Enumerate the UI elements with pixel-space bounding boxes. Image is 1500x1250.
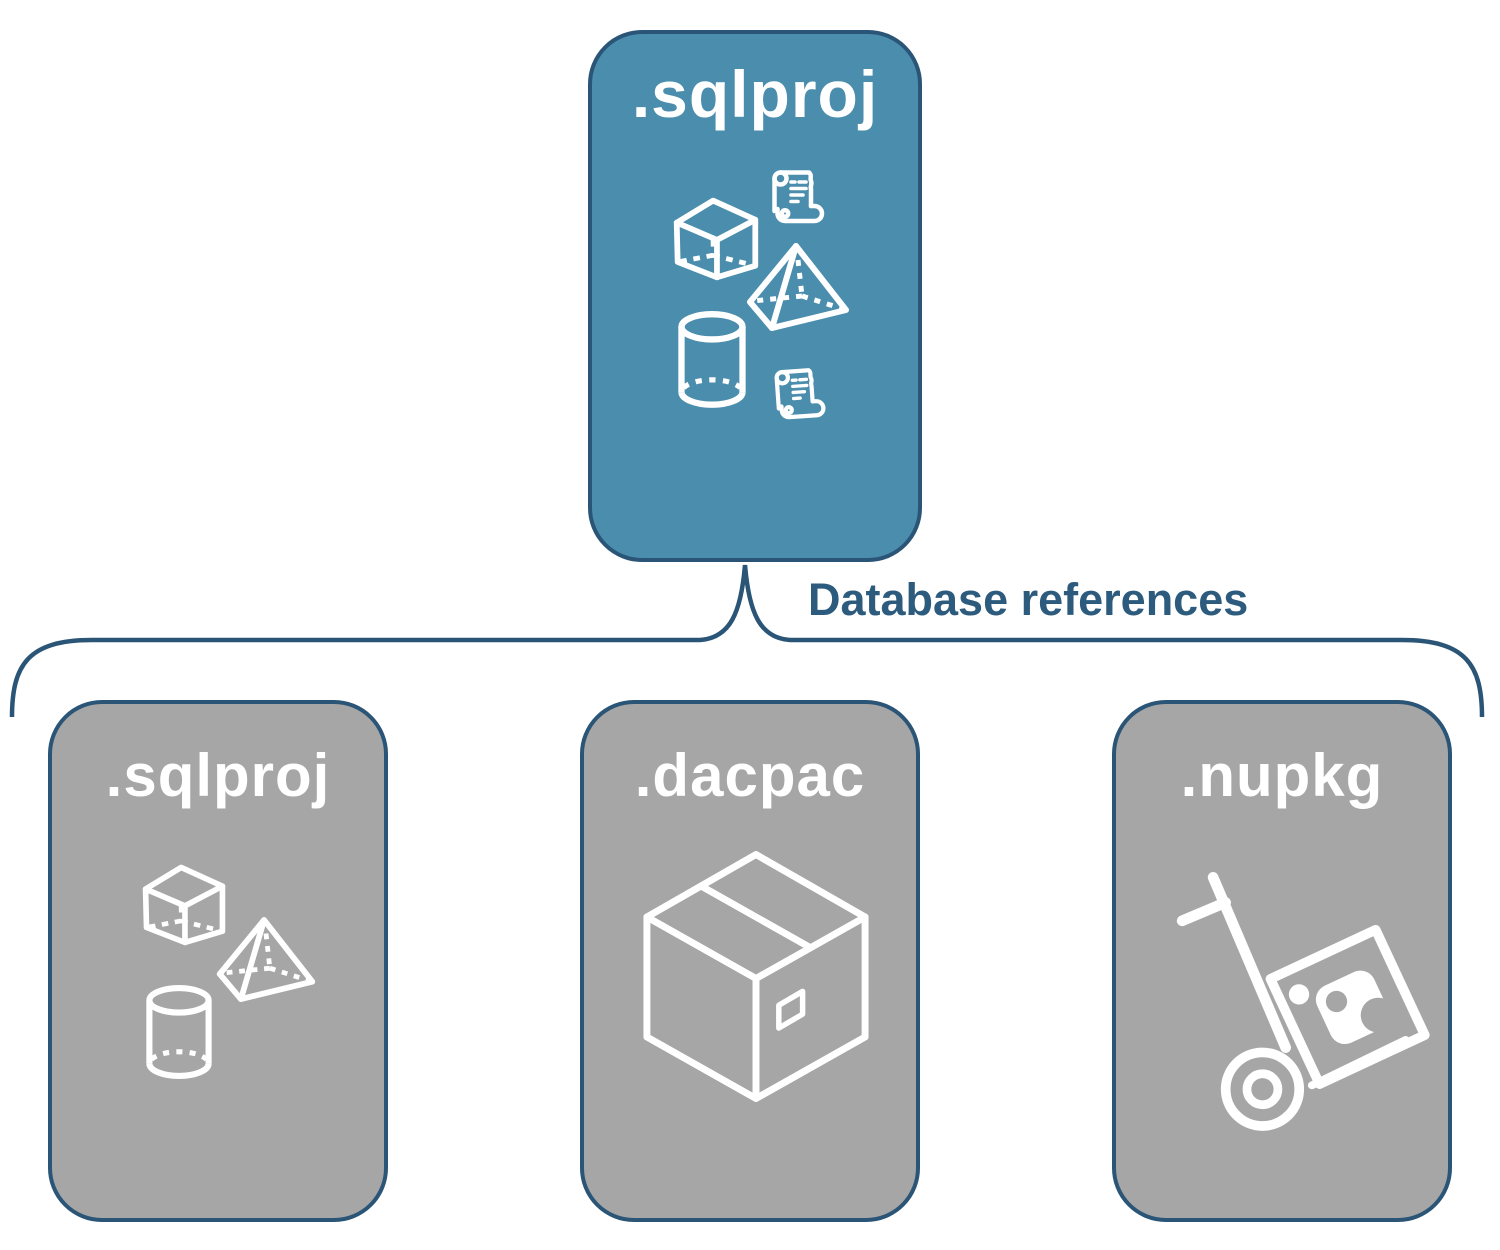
child-card-title: .dacpac (634, 742, 866, 809)
child-card-nupkg: .nupkg (1112, 700, 1452, 1222)
script-scroll-icon (764, 165, 828, 229)
parent-card-sqlproj: .sqlproj (588, 30, 922, 562)
pyramid-icon (212, 914, 320, 1007)
pyramid-icon (742, 240, 854, 336)
child-card-dacpac: .dacpac (580, 700, 920, 1222)
cylinder-icon (142, 984, 216, 1082)
parent-card-title: .sqlproj (631, 57, 879, 131)
connector-label: Database references (808, 574, 1249, 625)
cube-icon (137, 859, 231, 949)
script-scroll-icon (764, 362, 832, 426)
cylinder-icon (674, 310, 750, 411)
cube-icon (668, 192, 764, 284)
package-box-icon (637, 846, 875, 1107)
child-card-sqlproj: .sqlproj (48, 700, 388, 1222)
child-card-title: .nupkg (1180, 742, 1384, 809)
nuget-hand-truck-icon (1166, 856, 1446, 1156)
child-card-title: .sqlproj (105, 742, 331, 809)
